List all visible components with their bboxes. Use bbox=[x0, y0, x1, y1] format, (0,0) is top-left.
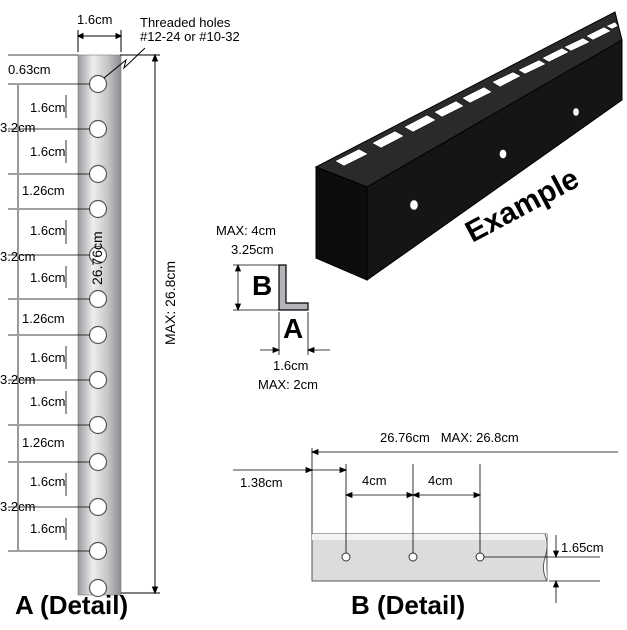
hole bbox=[88, 119, 108, 139]
panel-b-offset: 1.38cm bbox=[240, 475, 283, 490]
dim-label: 1.26cm bbox=[22, 183, 65, 198]
hole bbox=[88, 74, 108, 94]
dim-label: 1.26cm bbox=[22, 311, 65, 326]
dim-label: 1.6cm bbox=[30, 100, 66, 115]
hole bbox=[88, 325, 108, 345]
profile-b-value: 3.25cm bbox=[231, 242, 274, 257]
dim-label: 3.2cm bbox=[0, 499, 36, 514]
panel-b-spacing-2: 4cm bbox=[428, 473, 453, 488]
hole bbox=[88, 541, 108, 561]
panel-b-title: B (Detail) bbox=[351, 590, 466, 620]
dim-label: 1.6cm bbox=[30, 144, 66, 159]
length-label: 26.76cm bbox=[89, 231, 105, 285]
hole bbox=[88, 415, 108, 435]
rail-a-holes bbox=[88, 74, 108, 598]
hole bbox=[88, 578, 108, 598]
dim-label: 1.6cm bbox=[30, 474, 66, 489]
panel-b-hole-height: 1.65cm bbox=[561, 540, 604, 555]
profile-b-letter: B bbox=[252, 270, 273, 301]
example-rail bbox=[314, 11, 623, 281]
threaded-holes-note: Threaded holes bbox=[140, 15, 231, 30]
dim-label: 1.6cm bbox=[30, 521, 66, 536]
profile-a-value: 1.6cm bbox=[273, 358, 309, 373]
hole bbox=[88, 199, 108, 219]
panel-b-spacing-1: 4cm bbox=[362, 473, 387, 488]
profile-max-a: MAX: 2cm bbox=[258, 377, 318, 392]
hole bbox=[88, 289, 108, 309]
dim-label: 1.6cm bbox=[30, 270, 66, 285]
rail-b-side bbox=[233, 448, 618, 603]
dim-label: 1.6cm bbox=[30, 223, 66, 238]
dim-label: 1.6cm bbox=[30, 350, 66, 365]
panel-b-length: 26.76cm MAX: 26.8cm bbox=[380, 430, 519, 445]
profile-a-letter: A bbox=[283, 313, 304, 344]
width-label: 1.6cm bbox=[77, 12, 113, 27]
hole bbox=[88, 497, 108, 517]
thread-spec-note: #12-24 or #10-32 bbox=[140, 29, 240, 44]
hole bbox=[88, 370, 108, 390]
profile-max-b: MAX: 4cm bbox=[216, 223, 276, 238]
dim-label: 3.2cm bbox=[0, 120, 36, 135]
dim-label: 3.2cm bbox=[0, 372, 36, 387]
dimension-chain bbox=[8, 54, 90, 552]
top-offset-label: 0.63cm bbox=[8, 62, 51, 77]
dim-label: 1.26cm bbox=[22, 435, 65, 450]
dim-label: 1.6cm bbox=[30, 394, 66, 409]
max-length-label: MAX: 26.8cm bbox=[162, 260, 178, 345]
hole bbox=[88, 452, 108, 472]
panel-a-title: A (Detail) bbox=[15, 590, 129, 620]
hole bbox=[88, 164, 108, 184]
dim-label: 3.2cm bbox=[0, 249, 36, 264]
profile-section bbox=[233, 263, 330, 355]
